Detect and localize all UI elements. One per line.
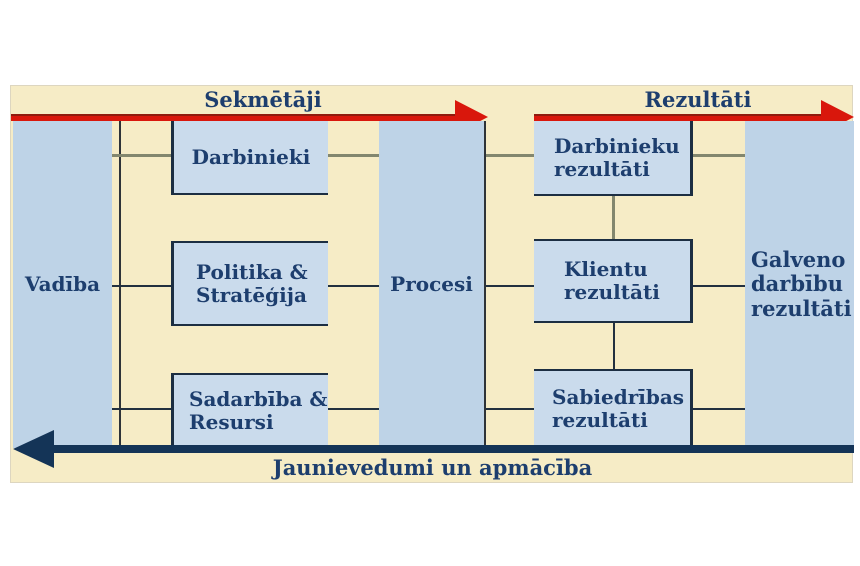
processes-box: Procesi <box>379 121 486 448</box>
enablers-arrow-line <box>11 114 459 121</box>
connector-line <box>613 323 615 369</box>
connector-line <box>328 154 379 157</box>
connector-line <box>693 285 745 287</box>
people-label: Darbinieki <box>191 144 311 169</box>
connector-line <box>486 285 534 287</box>
partnerships-resources-box: Sadarbība & Resursi <box>171 373 328 447</box>
enablers-axis-label: Sekmētāji <box>204 87 322 112</box>
innovation-arrow-line <box>46 445 854 453</box>
customer-results-label: Klientu rezultāti <box>564 257 660 304</box>
diagram-canvas: Sekmētāji Rezultāti Vadība Darbinieki Po… <box>10 85 854 483</box>
policy-strategy-box: Politika & Stratēģija <box>171 241 328 326</box>
connector-line <box>112 408 171 410</box>
partnerships-resources-label: Sadarbība & Resursi <box>189 387 328 434</box>
society-results-box: Sabiedrības rezultāti <box>534 369 693 447</box>
connector-line <box>693 408 745 410</box>
connector-line <box>328 285 379 287</box>
key-results-label: Galveno darbību rezultāti <box>751 247 852 321</box>
connector-line <box>112 285 171 287</box>
connector-line <box>486 408 534 410</box>
innovation-learning-label: Jaunievedumi un apmācība <box>272 455 593 480</box>
leadership-label: Vadība <box>24 272 101 296</box>
innovation-arrowhead-icon <box>13 430 54 468</box>
society-results-label: Sabiedrības rezultāti <box>552 385 685 432</box>
people-box: Darbinieki <box>171 121 328 195</box>
connector-line <box>112 154 171 157</box>
policy-strategy-label: Politika & Stratēģija <box>196 259 308 307</box>
results-axis-label: Rezultāti <box>644 87 752 112</box>
connector-line <box>486 154 534 157</box>
connector-line <box>328 408 379 410</box>
results-arrow-line <box>534 114 823 121</box>
customer-results-box: Klientu rezultāti <box>534 239 693 323</box>
people-results-label: Darbinieku rezultāti <box>554 133 680 181</box>
processes-label: Procesi <box>390 272 473 296</box>
leadership-box: Vadība <box>13 121 112 448</box>
enablers-divider-line <box>119 121 121 448</box>
key-results-box: Galveno darbību rezultāti <box>745 121 854 448</box>
connector-line <box>693 154 745 157</box>
people-results-box: Darbinieku rezultāti <box>534 121 693 196</box>
connector-line <box>612 196 615 239</box>
